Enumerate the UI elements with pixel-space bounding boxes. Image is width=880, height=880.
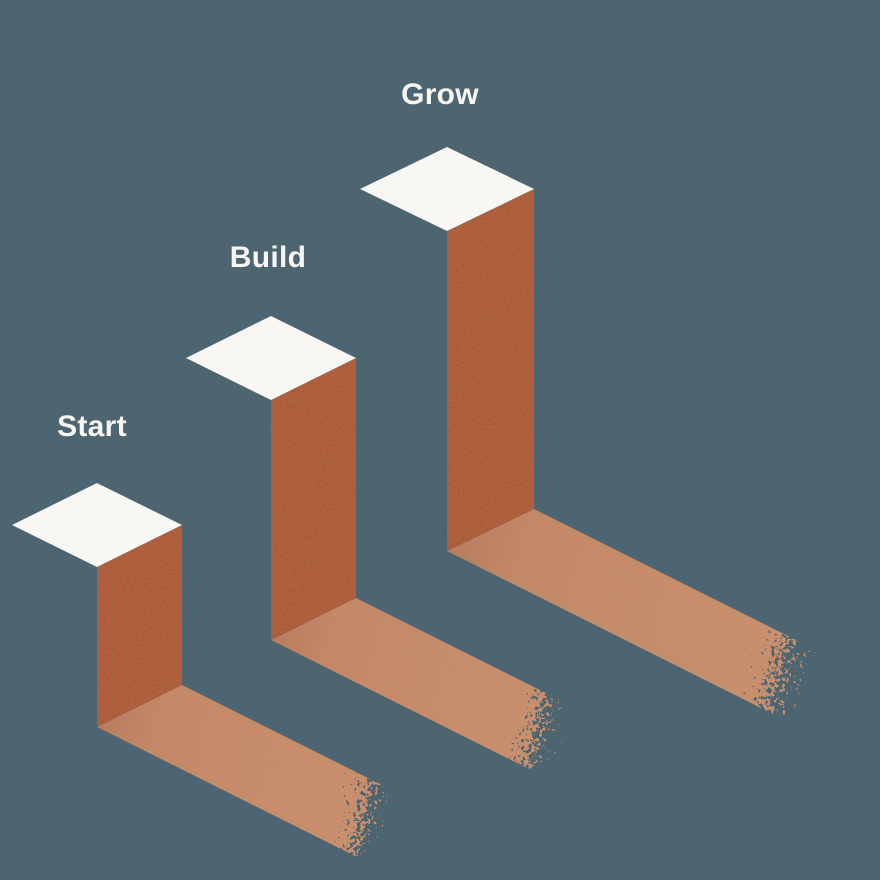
- pillar-grow-top-face: [360, 147, 534, 231]
- pillar-build-shadow: [271, 598, 614, 769]
- pillar-build-side-face: [271, 358, 356, 640]
- pillars-group: [12, 147, 874, 857]
- pillar-label-build: Build: [229, 241, 307, 274]
- pillar-grow-shadow: [447, 509, 874, 721]
- pillar-start-top-face: [12, 483, 182, 567]
- pillar-build-top-face: [186, 316, 356, 400]
- pillar-label-start: Start: [57, 410, 127, 443]
- pillar-label-grow: Grow: [401, 78, 479, 111]
- pillar-start-side-face: [97, 525, 182, 727]
- pillar-grow-side-face: [447, 189, 534, 551]
- pillar-start-shadow: [97, 685, 441, 857]
